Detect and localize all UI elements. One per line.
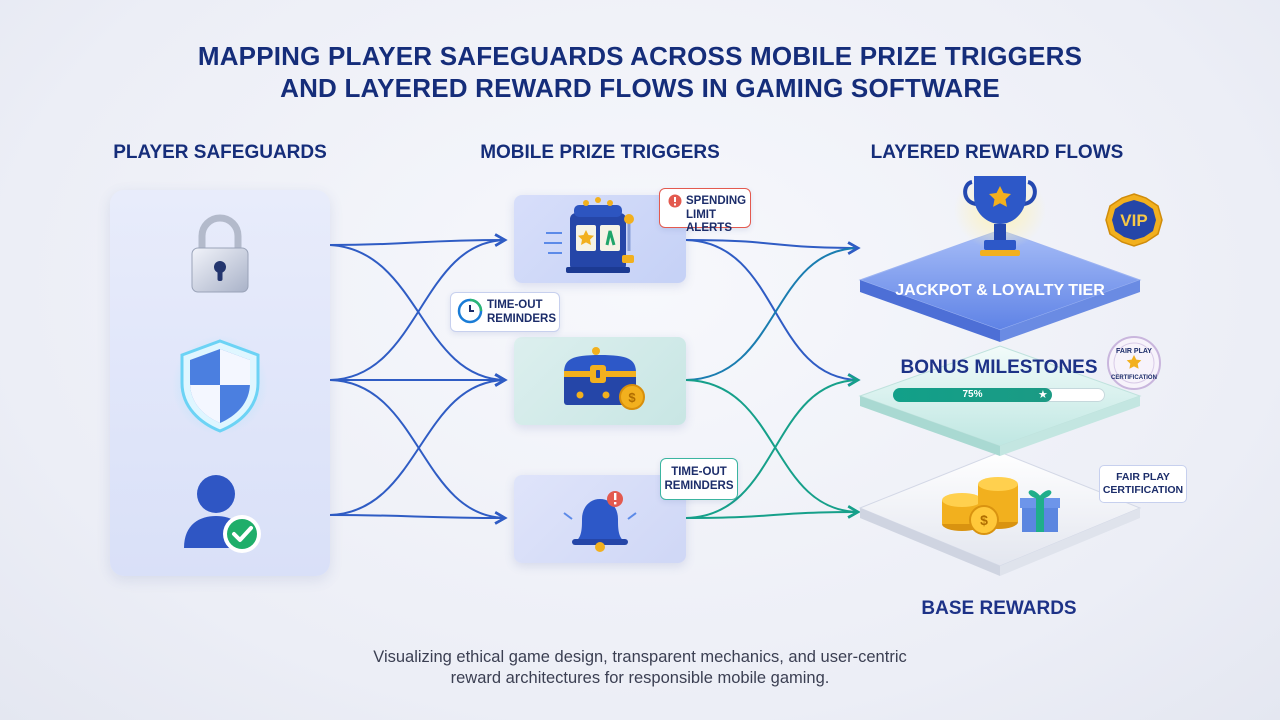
progress-label: 75%	[962, 389, 983, 400]
base-rewards-label: BASE REWARDS	[921, 598, 1077, 619]
connector-chest-to-jackpot	[685, 241, 861, 381]
svg-text:$: $	[628, 390, 636, 405]
title-line-1: MAPPING PLAYER SAFEGUARDS ACROSS MOBILE …	[197, 41, 1083, 71]
connector-user-to-chest	[329, 373, 508, 516]
slot-machine-icon	[544, 197, 634, 273]
trophy-icon	[954, 170, 1046, 256]
alert-bell-icon	[563, 491, 637, 552]
column-heading-flows: LAYERED REWARD FLOWS	[870, 142, 1124, 163]
star-icon: ★	[1038, 389, 1048, 401]
gift-box-icon	[1020, 490, 1060, 532]
timeout-reminder-callout: TIME-OUT REMINDERS	[450, 292, 560, 332]
vip-badge: VIP	[1105, 193, 1163, 247]
jackpot-tier-label: JACKPOT & LOYALTY TIER	[895, 282, 1105, 299]
fair-play-seal: FAIR PLAY CERTIFICATION	[1107, 336, 1161, 390]
fair-play-callout: FAIR PLAY CERTIFICATION	[1099, 465, 1187, 503]
connector-shield-to-bell	[329, 379, 508, 525]
column-heading-triggers: MOBILE PRIZE TRIGGERS	[480, 142, 720, 163]
treasure-chest-icon: $	[564, 347, 645, 410]
callout-line-2: REMINDERS	[487, 313, 557, 325]
connector-shield-to-slot	[329, 233, 508, 381]
footer-line-2: reward architectures for responsible mob…	[450, 669, 830, 687]
connector-chest-to-base	[685, 379, 861, 519]
connector-slot-to-jackpot	[685, 239, 861, 255]
page-title: MAPPING PLAYER SAFEGUARDS ACROSS MOBILE …	[0, 40, 1280, 104]
seal-text-top: FAIR PLAY	[1116, 348, 1152, 355]
timeout-reminder-callout-2: TIME-OUT REMINDERS	[660, 458, 738, 500]
connector-lock-to-slot	[329, 233, 508, 247]
trigger-card-slot[interactable]	[514, 195, 686, 283]
vip-badge-text: VIP	[1120, 211, 1147, 230]
connector-bell-to-bonus	[685, 373, 861, 519]
trigger-card-bell[interactable]	[514, 475, 686, 563]
callout-line-2: REMINDERS	[664, 480, 734, 492]
title-line-2: AND LAYERED REWARD FLOWS IN GAMING SOFTW…	[280, 73, 1000, 103]
column-heading-safeguards: PLAYER SAFEGUARDS	[113, 142, 327, 163]
verified-user-icon	[184, 475, 261, 553]
connector-bell-to-base	[685, 505, 861, 519]
bonus-milestones-label: BONUS MILESTONES	[900, 357, 1098, 378]
callout-line-1: TIME-OUT	[671, 466, 727, 478]
clock-icon	[457, 298, 483, 324]
fair-callout-line-2: CERTIFICATION	[1102, 484, 1184, 496]
jackpot-tier	[858, 229, 1142, 342]
trigger-card-chest[interactable]: $	[514, 337, 686, 425]
footer-line-1: Visualizing ethical game design, transpa…	[373, 648, 907, 666]
connector-lock-to-chest	[329, 244, 508, 387]
progress-fill: 75%	[893, 388, 1052, 402]
shield-icon	[172, 335, 268, 435]
connector-slot-to-bonus	[685, 239, 861, 387]
lock-icon	[191, 214, 249, 293]
spending-limit-callout: SPENDING LIMIT ALERTS	[659, 188, 751, 234]
fair-callout-line-1: FAIR PLAY	[1116, 471, 1170, 483]
seal-text-bottom: CERTIFICATION	[1111, 375, 1157, 381]
svg-text:$: $	[980, 512, 988, 528]
alert-icon	[668, 194, 682, 208]
coin-stack-icon: $	[942, 477, 1018, 535]
callout-line-1: SPENDING	[686, 195, 747, 207]
callout-line-1: TIME-OUT	[487, 299, 543, 311]
milestone-progress-bar: 75% ★	[893, 388, 1105, 402]
callout-line-2: LIMIT ALERTS	[686, 209, 732, 234]
connector-user-to-bell	[329, 511, 508, 525]
